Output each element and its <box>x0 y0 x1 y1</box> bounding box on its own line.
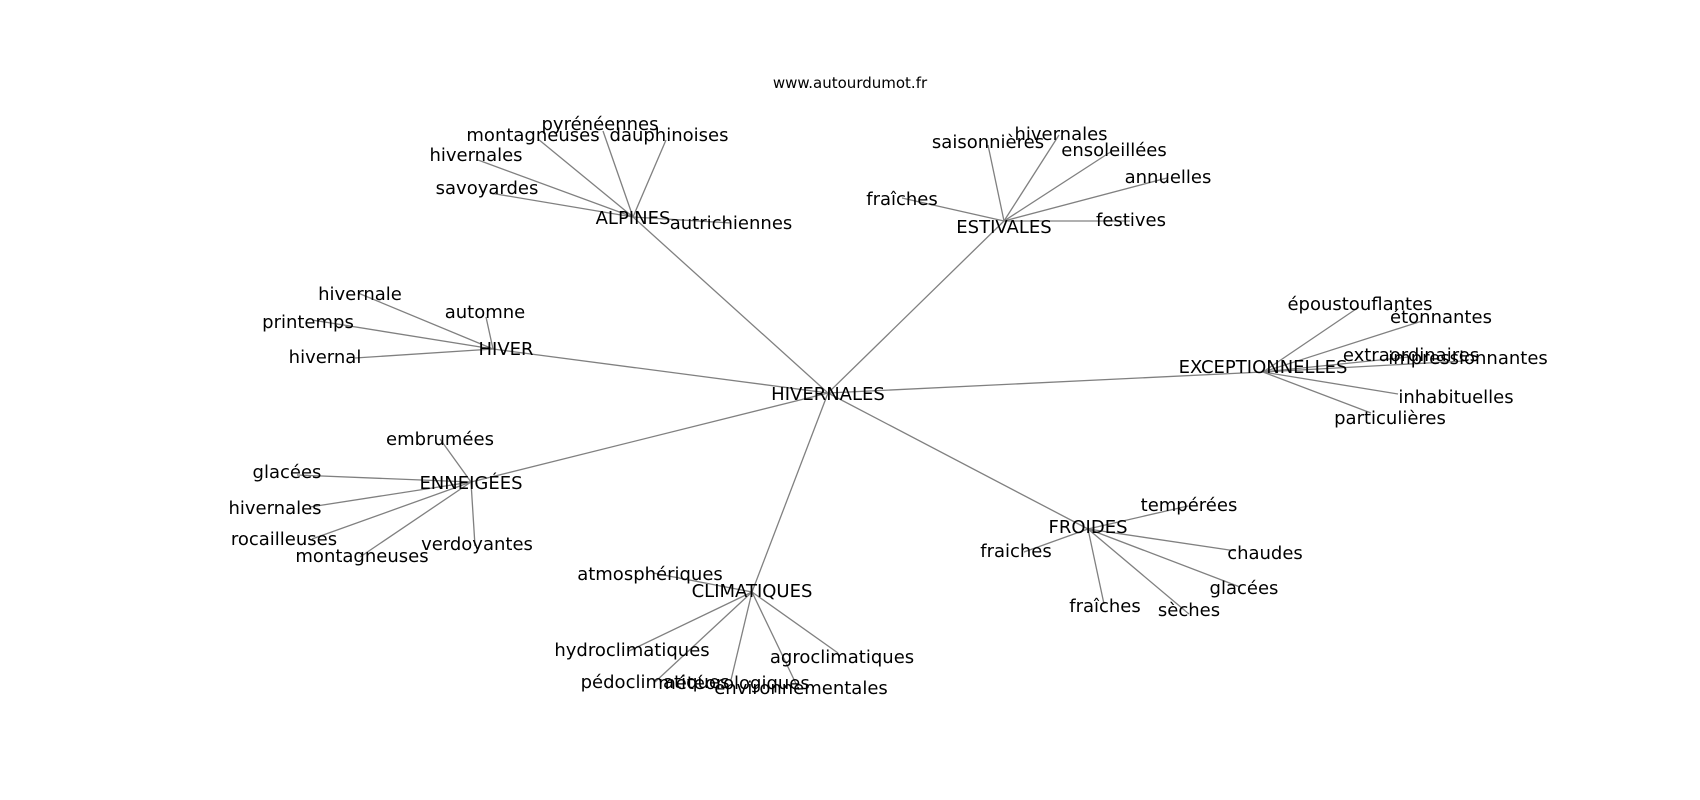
edge-center-to-hub <box>632 216 829 394</box>
leaf-label: fraiches <box>980 541 1052 562</box>
leaf-label: fraîches <box>1069 596 1141 617</box>
leaf-label: verdoyantes <box>421 534 533 555</box>
edge-hub-to-leaf <box>987 144 1005 222</box>
edge-hub-to-leaf <box>751 591 800 691</box>
edge-center-to-hub <box>827 392 1089 530</box>
leaf-label: sèches <box>1158 600 1220 621</box>
edge-hub-to-leaf <box>489 192 634 218</box>
edge-hub-to-leaf <box>1087 528 1241 588</box>
leaf-label: saisonnières <box>932 132 1044 153</box>
leaf-label: extraordinaires <box>1343 345 1479 366</box>
edge-hub-to-leaf <box>1262 371 1372 414</box>
leaf-label: autrichiennes <box>670 213 793 234</box>
leaf-label: hivernales <box>1014 124 1107 145</box>
leaf-label: automne <box>445 302 526 323</box>
edges <box>296 130 1465 691</box>
edge-hub-to-leaf <box>354 348 494 359</box>
leaf-label: chaudes <box>1227 543 1303 564</box>
site-url: www.autourdumot.fr <box>773 74 928 92</box>
edge-center-to-hub <box>470 392 829 483</box>
edge-hub-to-leaf <box>654 591 753 683</box>
leaf-label: embrumées <box>386 429 494 450</box>
leaf-label: montagneuses <box>295 546 428 567</box>
edge-hub-to-leaf <box>311 319 494 350</box>
edge-hub-to-leaf <box>730 591 753 681</box>
leaf-label: tempérées <box>1141 495 1238 516</box>
leaf-label: impressionnantes <box>1388 348 1548 369</box>
hub-label: FROIDES <box>1049 517 1128 538</box>
center-node-label: HIVERNALES <box>771 384 885 405</box>
edge-hub-to-leaf <box>309 481 472 508</box>
edge-hub-to-leaf <box>1087 505 1189 530</box>
edge-hub-to-leaf <box>357 292 494 350</box>
edge-hub-to-leaf <box>1262 320 1423 373</box>
leaf-label: inhabituelles <box>1398 387 1513 408</box>
leaf-label: hivernales <box>429 145 522 166</box>
leaf-label: rocailleuses <box>231 529 337 550</box>
leaf-label: pédoclimatiques <box>581 672 730 693</box>
edge-hub-to-leaf <box>311 481 472 540</box>
edge-hub-to-leaf <box>359 481 472 558</box>
leaf-label: dauphinoises <box>610 125 729 146</box>
edge-hub-to-leaf <box>1003 150 1113 222</box>
leaf-label: savoyardes <box>436 178 539 199</box>
edge-hub-to-leaf <box>1262 356 1410 373</box>
edge-hub-to-leaf <box>628 591 753 652</box>
edge-hub-to-leaf <box>477 159 634 218</box>
edge-center-to-hub <box>751 392 829 593</box>
leaf-label: étonnantes <box>1390 307 1492 328</box>
edge-hub-to-leaf <box>537 138 634 218</box>
leaf-label: montagneuses <box>466 125 599 146</box>
hub-label: CLIMATIQUES <box>692 581 813 602</box>
leaf-label: agroclimatiques <box>770 647 914 668</box>
edge-hub-to-leaf <box>1262 306 1360 373</box>
leaf-label: annuelles <box>1125 167 1212 188</box>
edge-hub-to-leaf <box>632 139 667 218</box>
edge-hub-to-leaf <box>296 474 472 483</box>
leaf-label: météorologiques <box>658 673 810 694</box>
leaf-label: particulières <box>1334 408 1446 429</box>
edge-hub-to-leaf <box>1003 134 1060 222</box>
edge-hub-to-leaf <box>1087 528 1190 615</box>
edge-hub-to-leaf <box>1262 360 1465 373</box>
hub-label: EXCEPTIONNELLES <box>1179 357 1348 378</box>
edge-hub-to-leaf <box>751 591 839 654</box>
leaf-label: festives <box>1096 210 1166 231</box>
edge-hub-to-leaf <box>439 438 472 483</box>
hub-label: ESTIVALES <box>956 217 1051 238</box>
edge-center-to-hub <box>827 371 1264 394</box>
edge-center-to-hub <box>827 220 1005 394</box>
edge-hub-to-leaf <box>632 216 732 224</box>
leaf-label: hivernales <box>228 498 321 519</box>
leaf-label: atmosphériques <box>577 564 723 585</box>
leaf-label: fraîches <box>866 189 938 210</box>
edge-hub-to-leaf <box>1262 371 1399 395</box>
edge-hub-to-leaf <box>652 572 753 593</box>
edge-hub-to-leaf <box>1087 528 1105 605</box>
hub-label: ALPINES <box>596 208 671 229</box>
hub-label: HIVER <box>478 339 533 360</box>
leaf-label: glacées <box>253 462 322 483</box>
edge-center-to-hub <box>492 348 829 394</box>
edge-hub-to-leaf <box>1087 528 1237 552</box>
edge-hub-to-leaf <box>485 316 494 350</box>
leaf-label: hivernale <box>318 284 402 305</box>
leaf-label: glacées <box>1210 578 1279 599</box>
leaf-label: hivernal <box>289 347 362 368</box>
edge-hub-to-leaf <box>602 130 634 218</box>
hub-label: ENNEIGÉES <box>419 472 522 494</box>
leaf-label: hydroclimatiques <box>554 640 709 661</box>
edge-hub-to-leaf <box>1023 528 1089 553</box>
edge-hub-to-leaf <box>470 481 476 547</box>
edge-hub-to-leaf <box>901 197 1005 222</box>
leaf-label: pyrénéennes <box>542 114 659 135</box>
leaf-label: ensoleillées <box>1061 140 1166 161</box>
edge-hub-to-leaf <box>1003 177 1168 222</box>
leaf-label: époustouflantes <box>1287 294 1432 315</box>
leaf-label: printemps <box>262 312 354 333</box>
leaf-label: environnementales <box>714 678 888 699</box>
